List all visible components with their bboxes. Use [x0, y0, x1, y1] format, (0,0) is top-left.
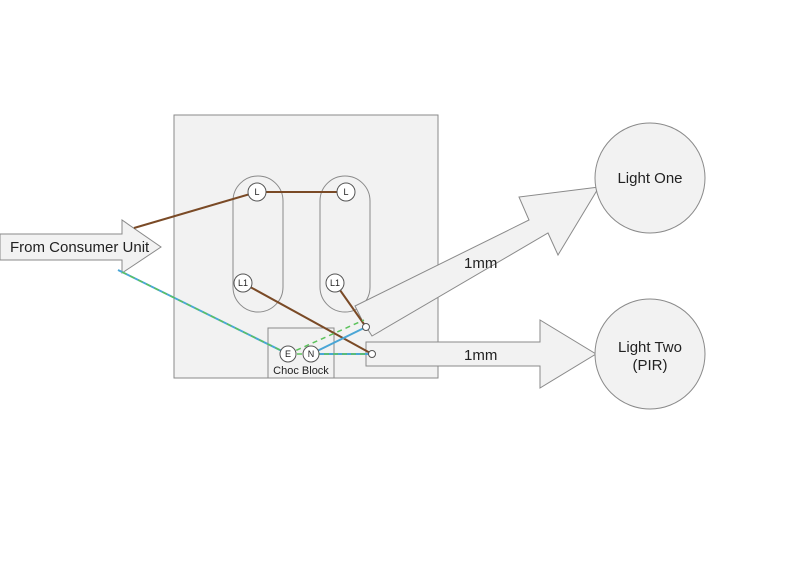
- cable-label-2: 1mm: [464, 347, 497, 364]
- earth-feed-wire: [121, 271, 289, 355]
- light-two-label-line2: (PIR): [633, 357, 668, 374]
- neutral-wire-light-one: [310, 326, 367, 355]
- earth-wire-light-one: [287, 319, 365, 355]
- choc-block-terminal-neutral: N: [302, 345, 320, 363]
- gang-1-top-terminal: L: [247, 182, 267, 202]
- cable-label-1: 1mm: [464, 255, 497, 272]
- cable-connection-light-two: [368, 350, 376, 358]
- light-two: [594, 298, 706, 410]
- source-label: From Consumer Unit: [10, 239, 150, 256]
- svg-text:E: E: [285, 349, 291, 359]
- svg-text:L1: L1: [330, 278, 340, 288]
- live-feed-wire: [133, 191, 258, 229]
- gang-1-bottom-terminal: L1: [233, 273, 253, 293]
- cable-arrow-light-two: [365, 319, 597, 389]
- source-arrow: [0, 219, 162, 274]
- light-one: [594, 122, 706, 234]
- gang-2-top-terminal: L: [336, 182, 356, 202]
- light-one-label: Light One: [617, 170, 682, 187]
- gang-2-bottom-terminal: L1: [325, 273, 345, 293]
- svg-text:L: L: [254, 187, 259, 197]
- svg-text:L: L: [343, 187, 348, 197]
- svg-text:N: N: [308, 349, 315, 359]
- choc-block-label: Choc Block: [273, 365, 329, 377]
- svg-text:L1: L1: [238, 278, 248, 288]
- light-two-label-line1: Light Two: [618, 339, 682, 356]
- cable-connection-light-one: [362, 323, 370, 331]
- choc-block-terminal-earth: E: [279, 345, 297, 363]
- switched-live-wire-1: [242, 282, 373, 355]
